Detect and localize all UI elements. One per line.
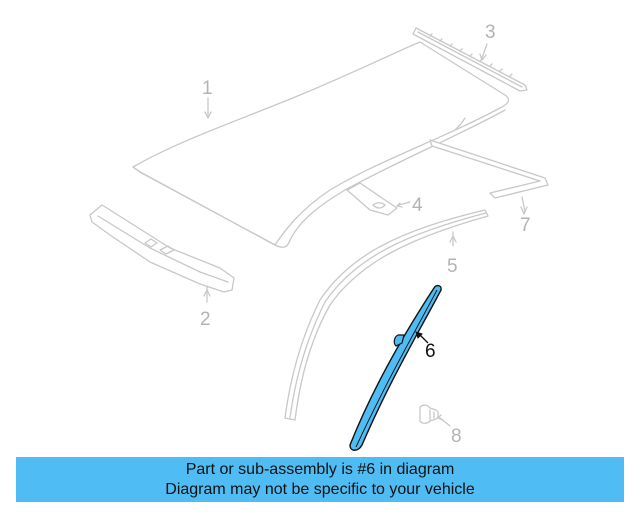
part-2-front-rail[interactable] bbox=[89, 204, 235, 303]
banner-line-disclaimer: Diagram may not be specific to your vehi… bbox=[165, 480, 475, 498]
callout-label-6[interactable]: 6 bbox=[425, 341, 436, 362]
part-3-header-rail[interactable] bbox=[412, 27, 528, 92]
callout-label-1[interactable]: 1 bbox=[202, 78, 213, 99]
part-6-molding-highlighted[interactable] bbox=[349, 284, 442, 451]
callout-label-5[interactable]: 5 bbox=[447, 256, 458, 277]
banner-line-part-number: Part or sub-assembly is #6 in diagram bbox=[185, 460, 455, 478]
part-1-roof-panel[interactable] bbox=[132, 41, 510, 248]
info-banner: Part or sub-assembly is #6 in diagram Di… bbox=[16, 457, 624, 502]
part-5-side-rail[interactable] bbox=[284, 209, 489, 421]
callout-label-3[interactable]: 3 bbox=[485, 22, 496, 43]
callout-label-7[interactable]: 7 bbox=[520, 215, 531, 236]
callout-label-8[interactable]: 8 bbox=[451, 426, 462, 447]
part-8-clip[interactable] bbox=[419, 404, 451, 427]
part-4-bracket[interactable] bbox=[346, 182, 411, 216]
part-7-rear-rail[interactable] bbox=[429, 139, 549, 215]
callout-label-2[interactable]: 2 bbox=[200, 309, 211, 330]
callout-label-4[interactable]: 4 bbox=[412, 195, 423, 216]
